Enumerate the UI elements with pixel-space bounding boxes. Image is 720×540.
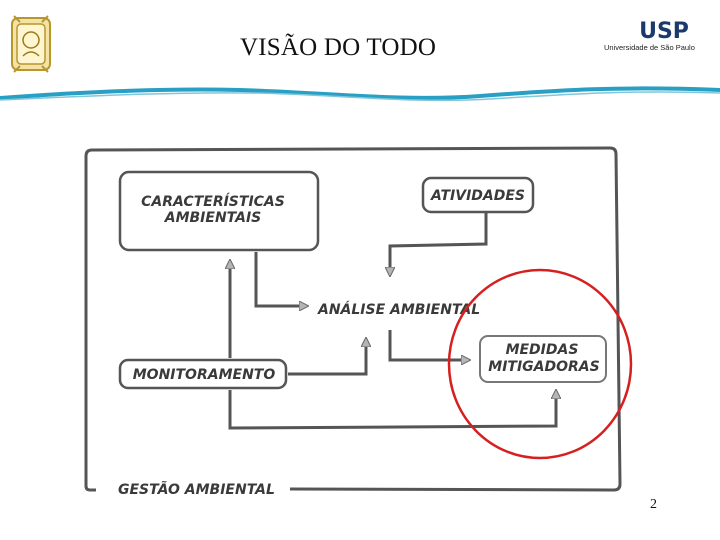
page-number: 2	[650, 497, 657, 512]
caracteristicas-label-line1: CARACTERÍSTICAS	[141, 193, 285, 210]
usp-logo: USP	[634, 19, 696, 44]
arrow-monitoramento-to-medidas	[228, 390, 556, 430]
arrow-analise-to-medidas	[388, 330, 466, 360]
medidas-label-line2: MITIGADORAS	[488, 359, 599, 375]
analise-ambiental-label: ANÁLISE AMBIENTAL	[317, 301, 480, 318]
medidas-label-line1: MEDIDAS	[506, 342, 579, 358]
header-wave-divider	[0, 86, 720, 102]
slide-title: VISÃO DO TODO	[240, 34, 437, 61]
usp-logo-text: USP	[639, 19, 689, 44]
gestao-frame	[84, 146, 622, 492]
highlight-circle	[447, 268, 633, 460]
box-atividades	[421, 176, 535, 214]
arrow-caracteristicas-to-analise	[254, 252, 304, 306]
caracteristicas-label-line2: AMBIENTAIS	[164, 210, 262, 226]
monitoramento-label: MONITORAMENTO	[133, 367, 276, 383]
arrow-monitoramento-to-analise	[288, 342, 366, 376]
arrow-atividades-to-analise	[390, 212, 488, 272]
box-monitoramento	[118, 358, 288, 390]
atividades-label: ATIVIDADES	[430, 188, 525, 204]
institution-seal-logo	[11, 15, 51, 73]
box-caracteristicas-ambientais	[118, 170, 320, 252]
gestao-ambiental-label: GESTÃO AMBIENTAL	[118, 481, 275, 498]
usp-caption: Universidade de São Paulo	[604, 43, 695, 52]
box-medidas-mitigadoras	[479, 335, 607, 383]
